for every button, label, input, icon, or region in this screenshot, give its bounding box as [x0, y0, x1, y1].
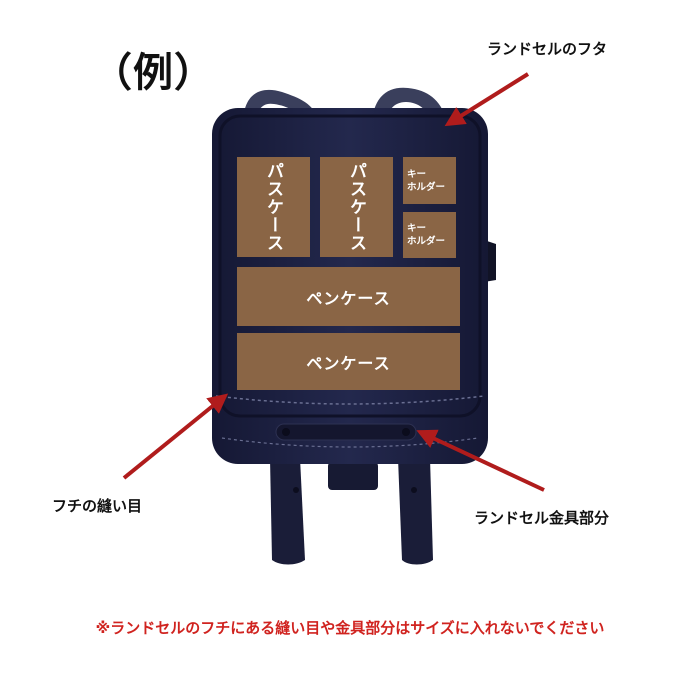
pass-case-2: パスケース — [320, 157, 393, 257]
pen-case-1: ペンケース — [237, 267, 460, 326]
lid-arrow — [444, 72, 530, 127]
metal-fitting — [275, 423, 417, 441]
pass-case-1: パスケース — [237, 157, 310, 257]
size-note: ※ランドセルのフチにある縫い目や金具部分はサイズに入れないでください — [95, 619, 605, 637]
lid-label: ランドセルのフタ — [487, 40, 608, 58]
stitch-line — [215, 395, 485, 405]
right-lower-strap — [398, 458, 433, 565]
left-lower-strap — [270, 458, 305, 565]
bag-lid-edge — [218, 114, 482, 418]
key-holder-1: キーホルダー — [403, 157, 456, 204]
metal-fitting-label: ランドセル金具部分 — [474, 509, 610, 527]
stitch-arrow — [122, 393, 229, 480]
stitch-label: フチの縫い目 — [52, 497, 143, 515]
bottom-tab — [328, 462, 378, 490]
right-strap-top — [372, 87, 446, 122]
metal-arrow — [416, 429, 545, 492]
key-holder-2: キーホルダー — [403, 212, 456, 258]
pen-case-2: ペンケース — [237, 333, 460, 390]
example-title: （例） — [92, 50, 215, 96]
